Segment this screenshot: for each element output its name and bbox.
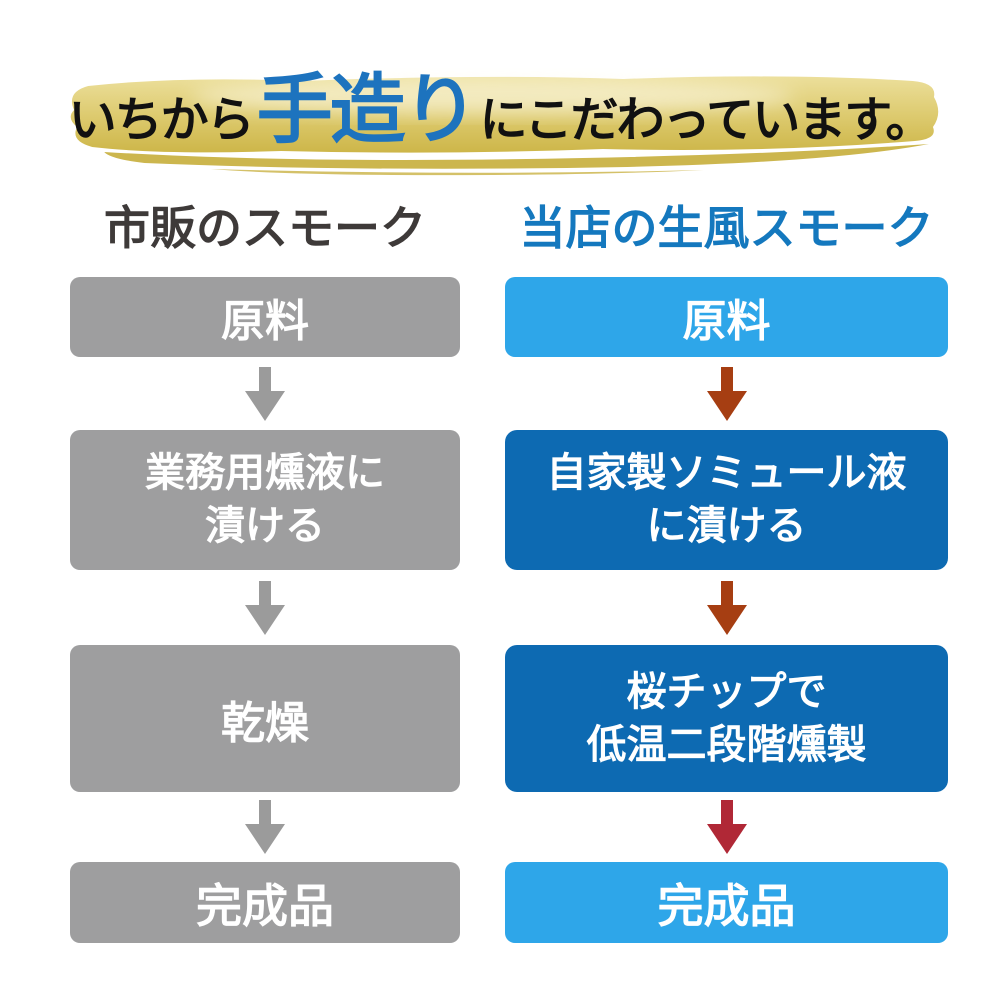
title-banner: いちから手造りにこだわっています。 xyxy=(0,30,1000,176)
step-label: 原料 xyxy=(682,296,771,347)
step-box-shop-finished: 完成品 xyxy=(505,862,948,943)
step-label-line1: 業務用燻液に xyxy=(145,450,385,496)
arrow-gap xyxy=(70,357,460,430)
down-arrow-icon xyxy=(245,580,285,635)
brush-highlight xyxy=(190,78,795,114)
step-box-shop-smoke: 桜チップで 低温二段階燻製 xyxy=(505,645,948,792)
arrow-gap xyxy=(505,570,948,645)
arrow-gap xyxy=(70,792,460,862)
title-suffix: にこだわっています。 xyxy=(479,92,934,148)
column-commercial: 市販のスモーク 原料 業務用燻液に 漬ける 乾燥 完成品 xyxy=(70,195,460,943)
step-box-commercial-soak: 業務用燻液に 漬ける xyxy=(70,430,460,570)
down-arrow-icon xyxy=(245,366,285,421)
step-label: 乾燥 xyxy=(221,697,309,749)
step-box-commercial-dry: 乾燥 xyxy=(70,645,460,792)
title-highlight: 手造り xyxy=(256,65,479,154)
arrow-gap xyxy=(505,792,948,862)
title-prefix: いちから xyxy=(68,92,255,148)
down-arrow-icon xyxy=(706,366,747,421)
page-title: いちから手造りにこだわっています。 xyxy=(0,55,1000,186)
step-label: 原料 xyxy=(221,296,309,347)
column-shop: 当店の生風スモーク 原料 自家製ソミュール液 に漬ける 桜チップで 低温二段階燻… xyxy=(505,195,948,943)
step-box-commercial-finished: 完成品 xyxy=(70,862,460,943)
step-label-line2: 低温二段階燻製 xyxy=(586,721,867,768)
brush-stroke-background xyxy=(70,76,939,176)
step-label-line1: 桜チップで xyxy=(626,668,827,715)
column-header-shop: 当店の生風スモーク xyxy=(519,201,934,255)
arrow-gap xyxy=(505,357,948,430)
column-header-commercial: 市販のスモーク xyxy=(104,201,426,255)
step-box-shop-raw-material: 原料 xyxy=(505,277,948,357)
step-label-line2: に漬ける xyxy=(646,503,807,549)
step-box-commercial-raw-material: 原料 xyxy=(70,277,460,357)
step-label: 完成品 xyxy=(657,878,796,933)
step-box-shop-brine: 自家製ソミュール液 に漬ける xyxy=(505,430,948,570)
down-arrow-icon xyxy=(706,580,747,635)
down-arrow-icon xyxy=(245,800,285,854)
brush-streak-small xyxy=(210,169,704,176)
step-label-line1: 自家製ソミュール液 xyxy=(546,450,907,496)
step-label-line2: 漬ける xyxy=(205,503,325,549)
step-label: 完成品 xyxy=(196,878,334,933)
arrow-gap xyxy=(70,570,460,645)
comparison-flowchart: 市販のスモーク 原料 業務用燻液に 漬ける 乾燥 完成品 xyxy=(70,195,948,943)
down-arrow-icon xyxy=(706,800,747,854)
brush-streak xyxy=(104,144,929,169)
